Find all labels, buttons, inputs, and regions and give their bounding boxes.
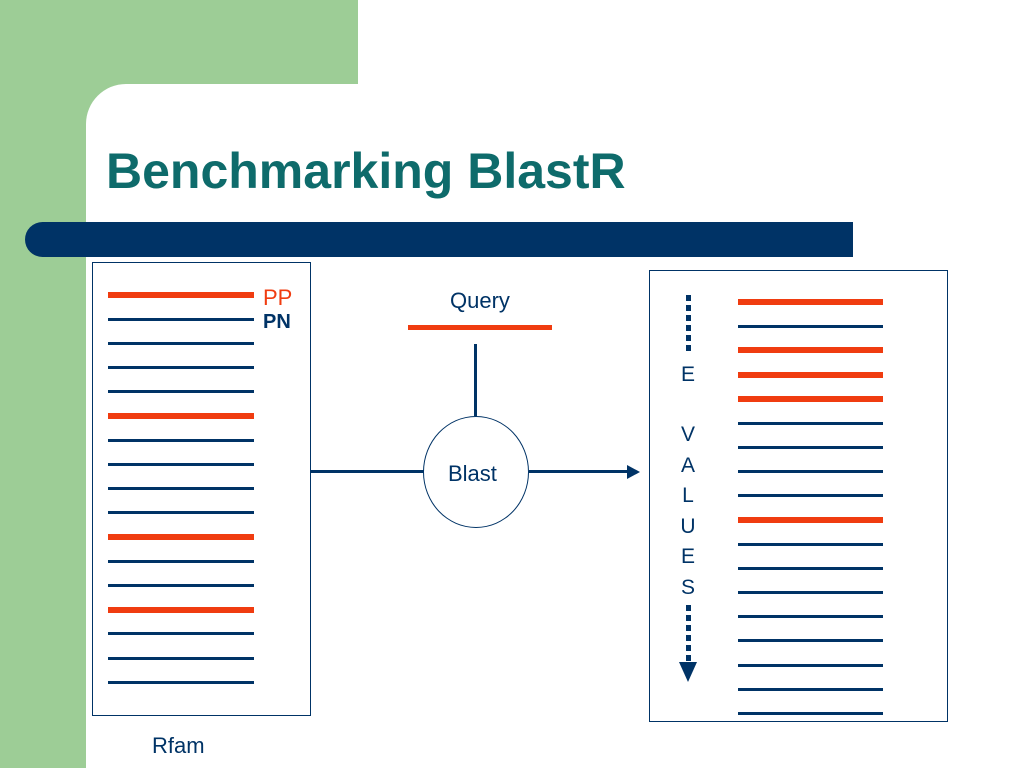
pp-sequence-line [108,534,254,540]
pn-sequence-line [738,711,883,715]
pn-sequence-line [108,438,254,442]
evalue-letter: L [682,484,694,507]
pn-sequence-line [108,390,254,394]
pn-sequence-line [738,494,883,498]
pn-sequence-line [108,487,254,491]
pn-sequence-line [108,366,254,370]
evalue-dotted-arrow-top [686,295,691,353]
rfam-to-blast-connector [311,470,424,473]
pn-sequence-line [108,583,254,587]
slide-title: Benchmarking BlastR [106,143,626,199]
pp-sequence-line [108,292,254,298]
pp-sequence-line [108,413,254,419]
pn-legend-label: PN [263,311,291,333]
pp-sequence-line [108,606,254,613]
pn-sequence-line [108,317,254,321]
pp-sequence-line [738,299,883,305]
arrow-down-icon [679,662,697,682]
pn-sequence-line [738,469,883,473]
pn-sequence-line [108,559,254,563]
pp-sequence-line [738,347,883,354]
pn-sequence-line [108,680,254,684]
pn-sequence-line [738,421,883,425]
title-underline-bar [25,222,853,257]
evalue-letter: E [680,545,695,568]
evalue-letter: U [680,515,696,538]
rfam-label: Rfam [152,733,205,758]
pn-sequence-line [738,639,883,643]
pn-sequence-line [738,542,883,546]
pn-sequence-line [108,511,254,515]
pn-sequence-line [738,663,883,667]
query-connector [474,344,477,416]
pn-sequence-line [738,590,883,594]
evalue-dotted-arrow-bottom [686,605,691,663]
pn-sequence-line [738,324,883,328]
evalue-letter: V [680,423,695,446]
pn-sequence-line [108,462,254,466]
pn-sequence-line [738,615,883,619]
pn-sequence-line [738,687,883,691]
pn-sequence-line [108,656,254,660]
blast-to-results-arrow [529,470,627,473]
pp-sequence-line [738,371,883,378]
evalue-letter: E [680,363,695,386]
pn-sequence-line [108,341,254,345]
evalue-letter: S [680,576,695,599]
query-sequence-line [408,325,552,330]
pn-sequence-line [738,445,883,449]
arrow-right-icon [627,465,640,479]
pn-sequence-line [738,566,883,570]
pp-sequence-line [738,395,883,402]
blast-label: Blast [448,461,497,486]
pn-sequence-line [108,632,254,636]
pp-legend-label: PP [263,285,293,310]
query-label: Query [450,288,510,313]
evalue-letter: A [680,454,695,477]
pp-sequence-line [738,516,883,523]
